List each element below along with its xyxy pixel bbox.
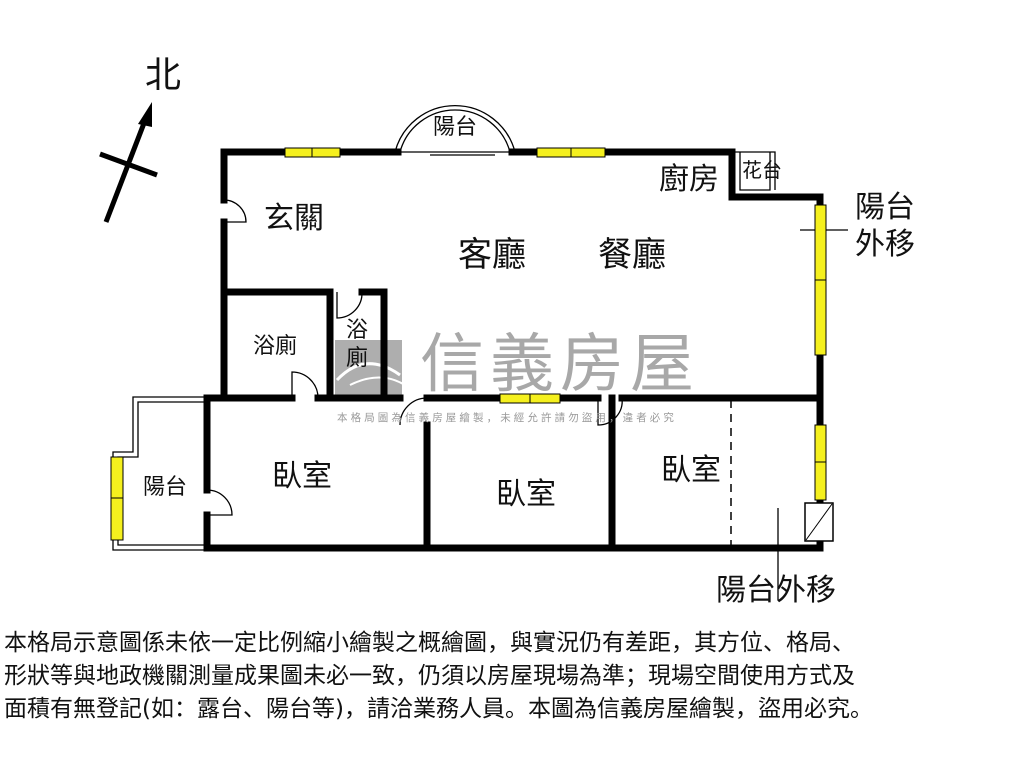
label-balcony-top: 陽台 — [433, 115, 478, 140]
label-planter: 花台 — [742, 158, 782, 182]
label-balcony-ext-right-1: 陽台 — [855, 190, 915, 225]
equipment-box-icon — [804, 502, 834, 542]
label-bedroom-1: 臥室 — [272, 459, 332, 494]
label-balcony-left: 陽台 — [143, 475, 188, 500]
label-balcony-ext-right-2: 外移 — [855, 227, 915, 262]
north-label: 北 — [145, 55, 182, 96]
disclaimer: 本格局示意圖係未依一定比例縮小繪製之概繪圖，與實況仍有差距，其方位、格局、 形狀… — [4, 627, 1024, 726]
disclaimer-line: 形狀等與地政機關測量成果圖未必一致，仍須以房屋現場為準；現場空間使用方式及 — [4, 663, 855, 689]
watermark-logo — [335, 340, 406, 395]
label-dining-room: 餐廳 — [598, 235, 666, 275]
label-entrance: 玄關 — [264, 201, 324, 236]
watermark-brand: 信義房屋 — [420, 328, 700, 402]
label-bathroom-2-line2: 廁 — [346, 346, 369, 371]
windows — [110, 147, 827, 541]
label-balcony-ext-bottom: 陽台外移 — [716, 573, 836, 608]
label-kitchen: 廚房 — [659, 162, 719, 197]
doors[interactable] — [206, 199, 623, 516]
watermark-notice: 本格局圖為信義房屋繪製，未經允許請勿盜用，違者必究 — [337, 412, 677, 424]
balcony-outlines — [112, 105, 848, 600]
label-living-room: 客廳 — [458, 235, 526, 275]
disclaimer-line: 面積有無登記(如：露台、陽台等)，請洽業務人員。本圖為信義房屋繪製，盜用必究。 — [4, 696, 873, 722]
label-bathroom-1: 浴廁 — [253, 334, 298, 359]
label-bedroom-2: 臥室 — [496, 477, 556, 512]
label-bedroom-3: 臥室 — [661, 453, 721, 488]
north-arrow-icon — [99, 102, 158, 223]
label-bathroom-2-line1: 浴 — [346, 318, 369, 343]
disclaimer-line: 本格局示意圖係未依一定比例縮小繪製之概繪圖，與實況仍有差距，其方位、格局、 — [4, 630, 855, 656]
